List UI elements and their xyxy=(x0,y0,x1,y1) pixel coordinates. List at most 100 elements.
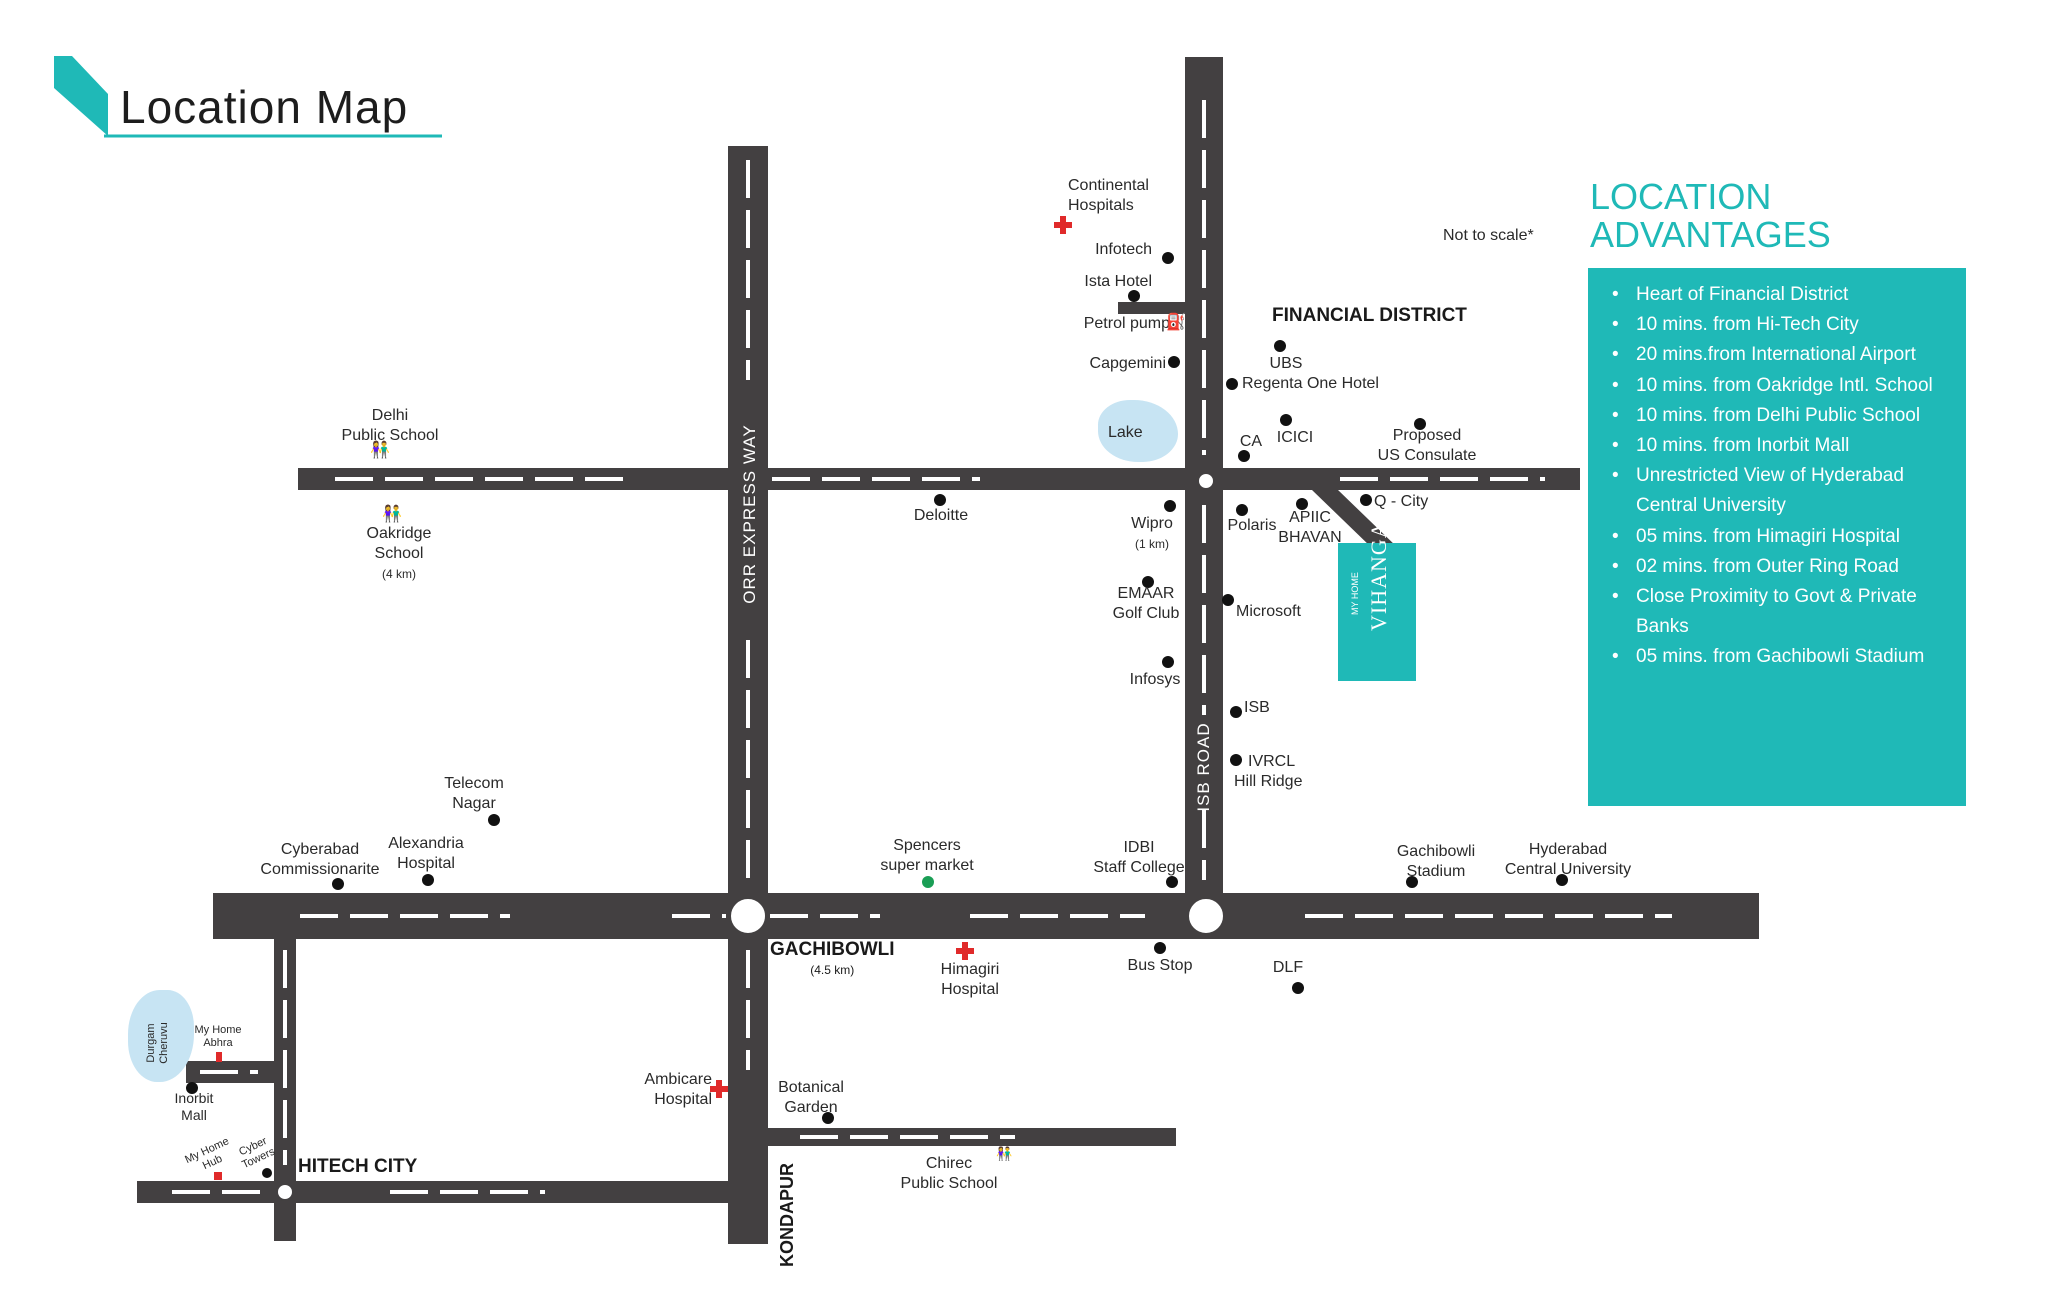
place-himagiri-hospital[interactable]: Himagiri Hospital xyxy=(930,960,1010,1000)
place-ivrcl-1: IVRCL xyxy=(1248,753,1296,770)
road-label-orr: ORR EXPRESS WAY xyxy=(740,424,759,604)
abhra-marker xyxy=(216,1052,222,1062)
place-dot xyxy=(422,874,434,886)
advantages-heading: LOCATION ADVANTAGES xyxy=(1590,178,1831,254)
place-oakridge-2: School xyxy=(374,545,424,562)
place-telecom-1: Telecom xyxy=(444,775,504,792)
advantages-panel: Heart of Financial District 10 mins. fro… xyxy=(1588,268,1966,806)
place-cyberabad-2: Commissionarite xyxy=(260,861,380,878)
place-capgemini[interactable]: Capgemini xyxy=(1089,355,1166,372)
project-brand: MY HOME xyxy=(1350,572,1360,615)
place-apiic-2: BHAVAN xyxy=(1278,529,1342,546)
project-name: VIHANGA xyxy=(1366,521,1391,631)
place-dot xyxy=(488,814,500,826)
place-bus-stop[interactable]: Bus Stop xyxy=(1127,957,1193,974)
place-polaris[interactable]: Polaris xyxy=(1227,517,1277,534)
place-dot xyxy=(1556,874,1568,886)
place-dot xyxy=(1230,754,1242,766)
place-ca[interactable]: CA xyxy=(1239,433,1263,450)
place-wipro[interactable]: Wipro (1 km) xyxy=(1122,514,1182,554)
place-continental-2: Hospitals xyxy=(1068,197,1134,214)
place-oakridge-school[interactable]: Oakridge School (4 km) xyxy=(350,524,448,584)
place-chirec-1: Chirec xyxy=(925,1155,973,1172)
advantage-item: 10 mins. from Delhi Public School xyxy=(1612,401,1952,431)
place-infosys[interactable]: Infosys xyxy=(1129,671,1181,688)
place-microsoft[interactable]: Microsoft xyxy=(1236,603,1301,620)
place-petrol-pump[interactable]: Petrol pump xyxy=(1083,315,1170,332)
place-telecom-nagar[interactable]: Telecom Nagar xyxy=(432,774,516,814)
roundabout-isb xyxy=(1187,897,1225,935)
place-regenta-hotel[interactable]: Regenta One Hotel xyxy=(1242,375,1379,392)
place-delhi-public-school[interactable]: Delhi Public School xyxy=(330,406,450,446)
place-emaar-2: Golf Club xyxy=(1112,605,1180,622)
place-dot xyxy=(1414,418,1426,430)
advantages-list: Heart of Financial District 10 mins. fro… xyxy=(1588,268,1966,673)
place-dot xyxy=(1230,706,1242,718)
durgam-label-2: Cheruvu xyxy=(158,1022,170,1064)
hospital-cross-icon xyxy=(956,942,974,960)
place-icici[interactable]: ICICI xyxy=(1276,429,1314,446)
place-wipro-1: Wipro xyxy=(1131,515,1173,532)
place-idbi-staff-college[interactable]: IDBI Staff College xyxy=(1084,838,1194,878)
place-gachibowli-stadium[interactable]: Gachibowli Stadium xyxy=(1386,842,1486,882)
place-ivrcl-hill-ridge[interactable]: IVRCL Hill Ridge xyxy=(1234,752,1302,792)
place-us-consulate[interactable]: Proposed US Consulate xyxy=(1372,426,1482,466)
place-dot xyxy=(1168,356,1180,368)
area-gachibowli: GACHIBOWLI (4.5 km) xyxy=(770,940,895,980)
place-apiic-1: APIIC xyxy=(1289,509,1331,526)
school-icon: 👫 xyxy=(370,442,390,459)
place-emaar-1: EMAAR xyxy=(1117,585,1175,602)
place-abhra-2: Abhra xyxy=(203,1037,233,1049)
place-emaar-golf-club[interactable]: EMAAR Golf Club xyxy=(1104,584,1188,624)
place-dot xyxy=(1274,340,1286,352)
advantage-item: Heart of Financial District xyxy=(1612,280,1952,310)
advantage-item: Unrestricted View of Hyderabad Central U… xyxy=(1612,461,1952,521)
place-hcu-2: Central University xyxy=(1504,861,1632,878)
place-continental-1: Continental xyxy=(1068,177,1149,194)
place-inorbit-mall[interactable]: Inorbit Mall xyxy=(160,1090,228,1124)
place-continental-hospitals[interactable]: Continental Hospitals xyxy=(1068,176,1149,216)
advantage-item: 10 mins. from Inorbit Mall xyxy=(1612,431,1952,461)
place-isb[interactable]: ISB xyxy=(1244,699,1270,716)
place-q-city[interactable]: Q - City xyxy=(1374,493,1429,510)
advantage-item: 10 mins. from Oakridge Intl. School xyxy=(1612,371,1952,401)
place-dot xyxy=(1154,942,1166,954)
place-dot xyxy=(1292,982,1304,994)
school-icon: 👫 xyxy=(996,1146,1013,1161)
place-dot xyxy=(822,1112,834,1124)
place-ambicare-1: Ambicare xyxy=(644,1071,712,1088)
place-hyderabad-central-university[interactable]: Hyderabad Central University xyxy=(1498,840,1638,880)
roundabouts xyxy=(276,472,1225,1201)
advantages-heading-line1: LOCATION xyxy=(1590,176,1772,217)
place-alexandria-1: Alexandria xyxy=(388,835,464,852)
place-inorbit-2: Mall xyxy=(181,1107,207,1123)
place-dot xyxy=(262,1168,272,1178)
place-dlf[interactable]: DLF xyxy=(1272,959,1304,976)
place-dot xyxy=(1236,504,1248,516)
place-infotech[interactable]: Infotech xyxy=(1095,241,1152,258)
place-chirec-public-school[interactable]: Chirec Public School xyxy=(894,1154,1004,1194)
place-dot xyxy=(1128,290,1140,302)
place-idbi-2: Staff College xyxy=(1093,859,1185,876)
place-botanical-garden[interactable]: Botanical Garden xyxy=(768,1078,854,1118)
page-title: Location Map xyxy=(120,81,409,133)
place-alexandria-hospital[interactable]: Alexandria Hospital xyxy=(380,834,472,874)
place-ista-hotel[interactable]: Ista Hotel xyxy=(1084,273,1152,290)
place-my-home-abhra[interactable]: My Home Abhra xyxy=(190,1024,246,1050)
place-oakridge-1: Oakridge xyxy=(366,525,432,542)
place-spencers-2: super market xyxy=(880,857,974,874)
place-deloitte[interactable]: Deloitte xyxy=(913,507,969,524)
place-dot xyxy=(186,1082,198,1094)
petrol-pump-icon: ⛽ xyxy=(1166,314,1186,331)
place-cyberabad-commissionarite[interactable]: Cyberabad Commissionarite xyxy=(254,840,386,880)
project-vihanga-marker[interactable]: MY HOME VIHANGA xyxy=(1338,521,1416,681)
place-idbi-1: IDBI xyxy=(1123,839,1155,856)
place-ubs[interactable]: UBS xyxy=(1269,355,1303,372)
advantage-item: 10 mins. from Hi-Tech City xyxy=(1612,310,1952,340)
place-spencers-super-market[interactable]: Spencers super market xyxy=(864,836,990,876)
roundabout-hitech xyxy=(276,1183,294,1201)
area-financial-district: FINANCIAL DISTRICT xyxy=(1272,305,1467,326)
place-apiic-bhavan[interactable]: APIIC BHAVAN xyxy=(1270,508,1350,548)
place-ambicare-hospital[interactable]: Ambicare Hospital xyxy=(620,1070,712,1110)
durgam-label-1: Durgam xyxy=(145,1023,157,1063)
